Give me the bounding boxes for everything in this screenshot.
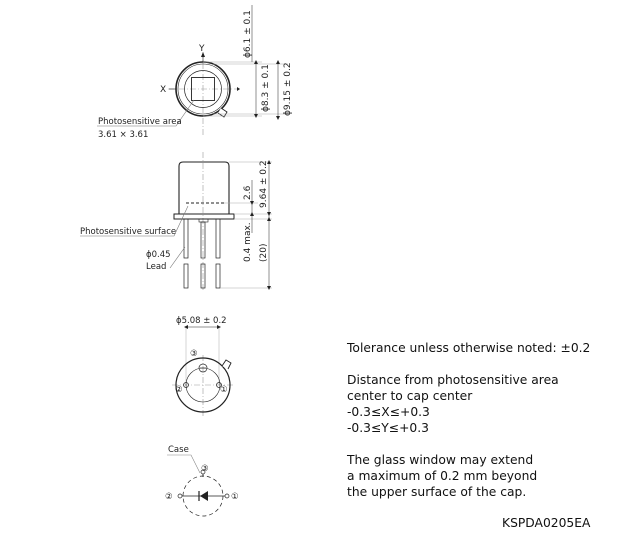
top-view bbox=[97, 5, 288, 135]
note-photosensitive-offset: Distance from photosensitive area center… bbox=[347, 373, 559, 435]
lead-label: Lead bbox=[146, 262, 166, 272]
photodiode-icon bbox=[200, 491, 208, 501]
dim-height: 9.64 ± 0.2 bbox=[259, 160, 269, 208]
side-view bbox=[80, 152, 272, 292]
bottom-view bbox=[172, 325, 234, 418]
dim-flange-diameter: ϕ9.15 ± 0.2 bbox=[283, 62, 293, 116]
photosensitive-surface-label: Photosensitive surface bbox=[80, 227, 176, 237]
photosensitive-area-value: 3.61 × 3.61 bbox=[98, 130, 148, 140]
note-glass-window: The glass window may extend a maximum of… bbox=[347, 453, 538, 499]
schematic-pin-1: ① bbox=[231, 492, 239, 502]
bottom-pin-3: ③ bbox=[190, 349, 198, 359]
dim-window-diameter: ϕ6.1 ± 0.1 bbox=[243, 10, 253, 58]
dim-pin-circle: ϕ5.08 ± 0.2 bbox=[176, 316, 227, 326]
schematic-pin-2: ② bbox=[165, 492, 173, 502]
note-tolerance: Tolerance unless otherwise noted: ±0.2 bbox=[347, 341, 591, 355]
bottom-pin-1: ① bbox=[220, 385, 228, 395]
lead-diameter: ϕ0.45 bbox=[146, 250, 171, 260]
axis-x-label: X bbox=[160, 85, 166, 95]
dim-lead-length: (20) bbox=[259, 244, 269, 262]
dim-surface-depth: 2.6 bbox=[243, 185, 253, 200]
dim-standoff: 0.4 max. bbox=[243, 222, 253, 262]
dim-cap-diameter: ϕ8.3 ± 0.1 bbox=[261, 64, 271, 112]
photosensitive-area-label: Photosensitive area bbox=[98, 117, 182, 127]
case-label: Case bbox=[168, 445, 189, 455]
schematic-pin-3: ③ bbox=[201, 464, 209, 474]
axis-y-label: Y bbox=[198, 44, 205, 54]
schematic-diagram bbox=[167, 454, 230, 517]
notes-block: Tolerance unless otherwise noted: ±0.2 D… bbox=[347, 340, 590, 516]
bottom-pin-2: ② bbox=[175, 385, 183, 395]
document-id: KSPDA0205EA bbox=[502, 516, 591, 530]
